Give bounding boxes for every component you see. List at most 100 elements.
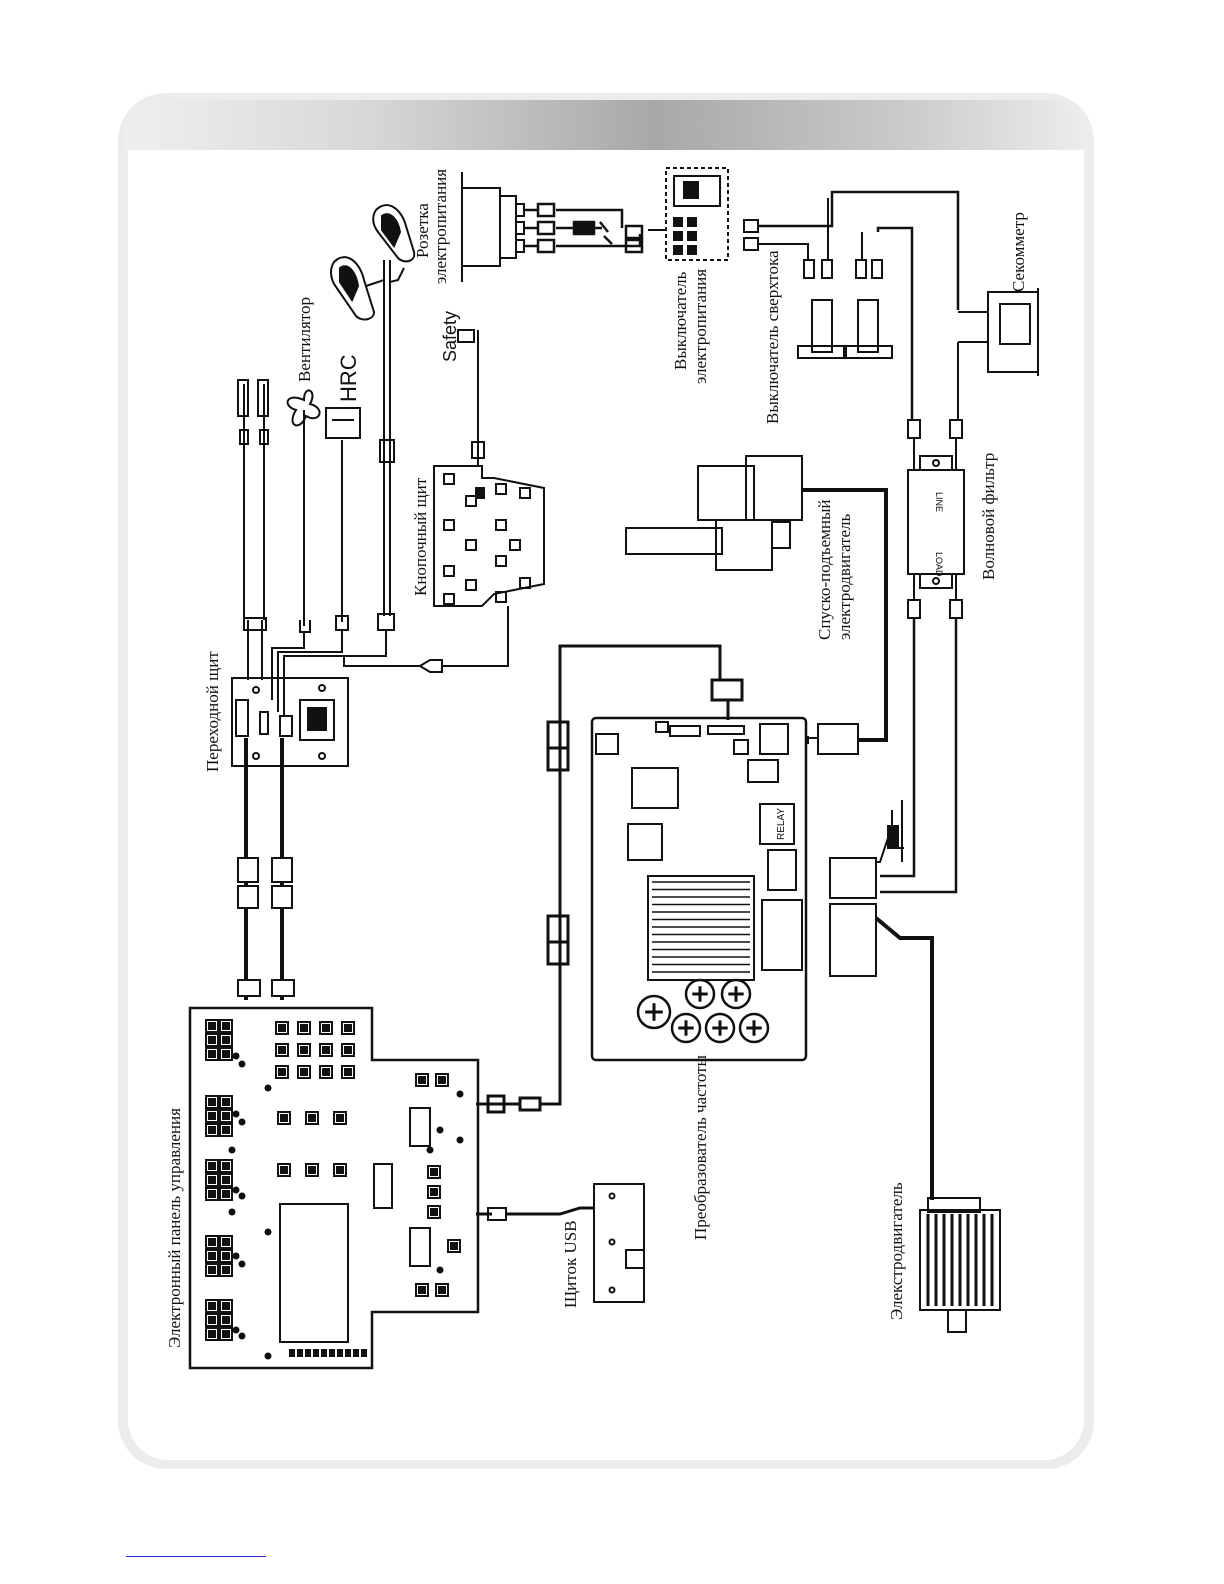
panel-button-core: [439, 1287, 445, 1293]
panel-button-core: [223, 1163, 229, 1169]
panel-button-core: [223, 1113, 229, 1119]
panel-button-core: [281, 1167, 287, 1173]
panel-dot: [234, 1254, 239, 1259]
panel-button-core: [223, 1177, 229, 1183]
label-control-panel: Электронный панель управления: [165, 1108, 184, 1348]
panel-dot: [234, 1328, 239, 1333]
panel-dot: [438, 1128, 443, 1133]
board-button: [496, 556, 506, 566]
panel-button-core: [431, 1169, 437, 1175]
inverter-control-cable: [476, 646, 742, 1112]
adapter-board: [232, 678, 348, 766]
board-button: [444, 594, 454, 604]
panel-dot: [458, 1138, 463, 1143]
panel-pin: [354, 1350, 358, 1356]
panel-button-core: [223, 1037, 229, 1043]
panel-button-core: [209, 1331, 215, 1337]
panel-dot: [428, 1148, 433, 1153]
control-panel-buttons: [206, 1020, 460, 1340]
board-button: [520, 488, 530, 498]
panel-button-core: [337, 1115, 343, 1121]
panel-button-core: [209, 1127, 215, 1133]
board-button: [496, 484, 506, 494]
label-line: LINE: [934, 492, 944, 512]
board-button: [496, 520, 506, 530]
panel-button-core: [209, 1191, 215, 1197]
main-motor: [920, 1198, 1000, 1332]
panel-dot: [234, 1112, 239, 1117]
panel-pin: [346, 1350, 350, 1356]
label-socket-2: электропитания: [431, 169, 450, 284]
panel-button-core: [223, 1239, 229, 1245]
panel-dot: [266, 1354, 271, 1359]
panel-button-core: [223, 1191, 229, 1197]
panel-button-core: [209, 1317, 215, 1323]
panel-pin: [322, 1350, 326, 1356]
panel-button-core: [301, 1047, 307, 1053]
panel-button-core: [209, 1051, 215, 1057]
socket-to-switch-wires: [524, 204, 642, 252]
panel-dot: [230, 1210, 235, 1215]
board-button: [510, 540, 520, 550]
board-button: [444, 474, 454, 484]
panel-pin: [338, 1350, 342, 1356]
board-button: [444, 566, 454, 576]
secometer: [958, 288, 1038, 420]
panel-button-core: [279, 1069, 285, 1075]
label-lift-motor-1: Спуско-подъемный: [815, 499, 834, 640]
panel-button-core: [419, 1077, 425, 1083]
panel-button-core: [431, 1189, 437, 1195]
panel-dot: [266, 1230, 271, 1235]
power-switch: [648, 168, 728, 260]
panel-button-core: [323, 1025, 329, 1031]
usb-panel: [476, 1184, 644, 1302]
panel-button-core: [209, 1113, 215, 1119]
panel-button-core: [279, 1047, 285, 1053]
panel-button-core: [281, 1115, 287, 1121]
board-button: [466, 496, 476, 506]
label-button-board: Кнопочный щит: [411, 477, 430, 596]
button-board: [434, 330, 544, 606]
panel-button-core: [223, 1267, 229, 1273]
label-inverter: Преобразователь частоты: [691, 1054, 710, 1240]
label-relay: RELAY: [776, 808, 787, 840]
panel-button-core: [209, 1239, 215, 1245]
label-load: LOAD: [934, 552, 944, 577]
label-usb-panel: Щиток USB: [561, 1220, 580, 1308]
power-socket: [462, 172, 524, 282]
inverter: [592, 718, 828, 1060]
label-motor: Элекстродвигатель: [887, 1182, 906, 1320]
panel-dot: [240, 1194, 245, 1199]
panel-dot: [266, 1086, 271, 1091]
label-safety: Safety: [440, 311, 460, 362]
panel-button-core: [209, 1023, 215, 1029]
label-adapter-board: Переходной щит: [203, 651, 222, 772]
panel-button-core: [223, 1331, 229, 1337]
panel-button-core: [209, 1099, 215, 1105]
label-power-switch-1: Выключатель: [671, 271, 690, 370]
panel-button-core: [223, 1253, 229, 1259]
panel-dot: [234, 1054, 239, 1059]
label-secometer: Секомметр: [1009, 212, 1028, 292]
panel-dot: [230, 1148, 235, 1153]
panel-button-core: [309, 1167, 315, 1173]
panel-button-core: [209, 1267, 215, 1273]
panel-button-core: [337, 1167, 343, 1173]
panel-button-core: [419, 1287, 425, 1293]
panel-button-core: [345, 1069, 351, 1075]
panel-button-core: [223, 1127, 229, 1133]
panel-button-core: [209, 1163, 215, 1169]
panel-pin: [306, 1350, 310, 1356]
label-hrc: HRC: [336, 354, 361, 402]
panel-dot: [240, 1334, 245, 1339]
label-wave-filter: Волновой фильтр: [979, 453, 998, 580]
panel-dot: [234, 1188, 239, 1193]
panel-button-core: [223, 1317, 229, 1323]
footer-link-line: [126, 1556, 266, 1557]
panel-button-core: [439, 1077, 445, 1083]
panel-dot: [438, 1268, 443, 1273]
panel-button-core: [451, 1243, 457, 1249]
panel-button-core: [345, 1025, 351, 1031]
board-button: [466, 540, 476, 550]
